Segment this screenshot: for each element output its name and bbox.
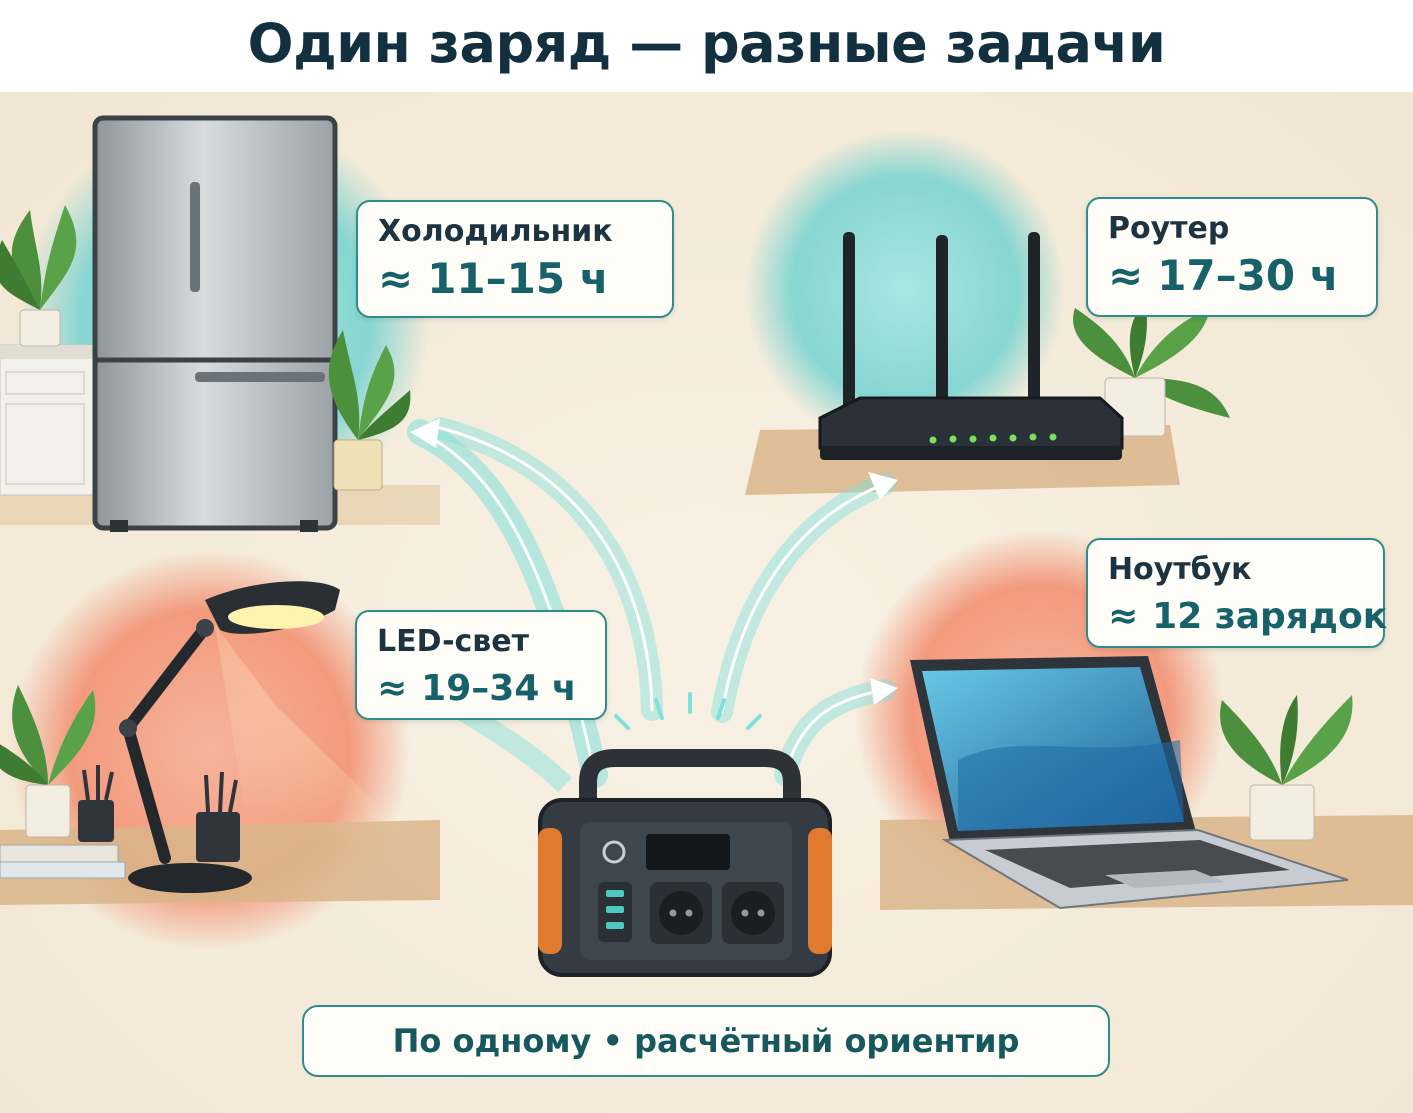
led-value: 19–34 ч: [421, 668, 577, 709]
laptop-icon: [910, 656, 1349, 910]
power-station-icon: [538, 749, 832, 977]
glow-ticks: [614, 692, 762, 730]
plant-icon: [328, 330, 411, 491]
approx-sign: ≈: [1108, 596, 1139, 637]
page-title: Один заряд — разные задачи: [247, 12, 1166, 75]
kitchen-cabinet: [0, 344, 99, 496]
footer-note: По одному • расчётный ориентир: [302, 1005, 1110, 1077]
laptop-label: Ноутбук: [1108, 552, 1252, 587]
fridge-label: Холодильник: [378, 214, 613, 249]
led-card: LED-свет ≈19–34 ч: [355, 610, 607, 720]
router-runtime: ≈17–30 ч: [1108, 249, 1356, 303]
led-label: LED-свет: [377, 624, 530, 659]
router-label: Роутер: [1108, 211, 1230, 246]
laptop-value: 12 зарядок: [1152, 596, 1388, 637]
router-value: 17–30 ч: [1157, 251, 1339, 300]
approx-sign: ≈: [1108, 251, 1144, 300]
title-band: [0, 0, 1413, 92]
arrow-head-fridge: [410, 418, 440, 448]
desk-lamp-icon: [119, 581, 480, 905]
plant-icon: [1220, 695, 1353, 841]
approx-sign: ≈: [377, 668, 408, 709]
fridge-value: 11–15 ч: [427, 254, 609, 303]
plant-icon: [0, 685, 96, 838]
router-card: Роутер ≈17–30 ч: [1086, 197, 1378, 317]
fridge-runtime: ≈11–15 ч: [378, 252, 652, 306]
refrigerator-icon: [92, 115, 338, 532]
plant-icon: [0, 205, 77, 347]
arrow-head-router: [868, 472, 898, 500]
router-halo: [745, 130, 1065, 450]
approx-sign: ≈: [378, 254, 414, 303]
arrow-head-laptop: [870, 678, 898, 705]
plant-icon: [1073, 303, 1230, 437]
router-icon: [818, 232, 1124, 460]
fridge-card: Холодильник ≈11–15 ч: [356, 200, 674, 318]
led-runtime: ≈19–34 ч: [377, 662, 585, 716]
laptop-runtime: ≈12 зарядок: [1108, 590, 1387, 644]
laptop-card: Ноутбук ≈12 зарядок: [1086, 538, 1387, 648]
desk-items: [0, 765, 240, 879]
